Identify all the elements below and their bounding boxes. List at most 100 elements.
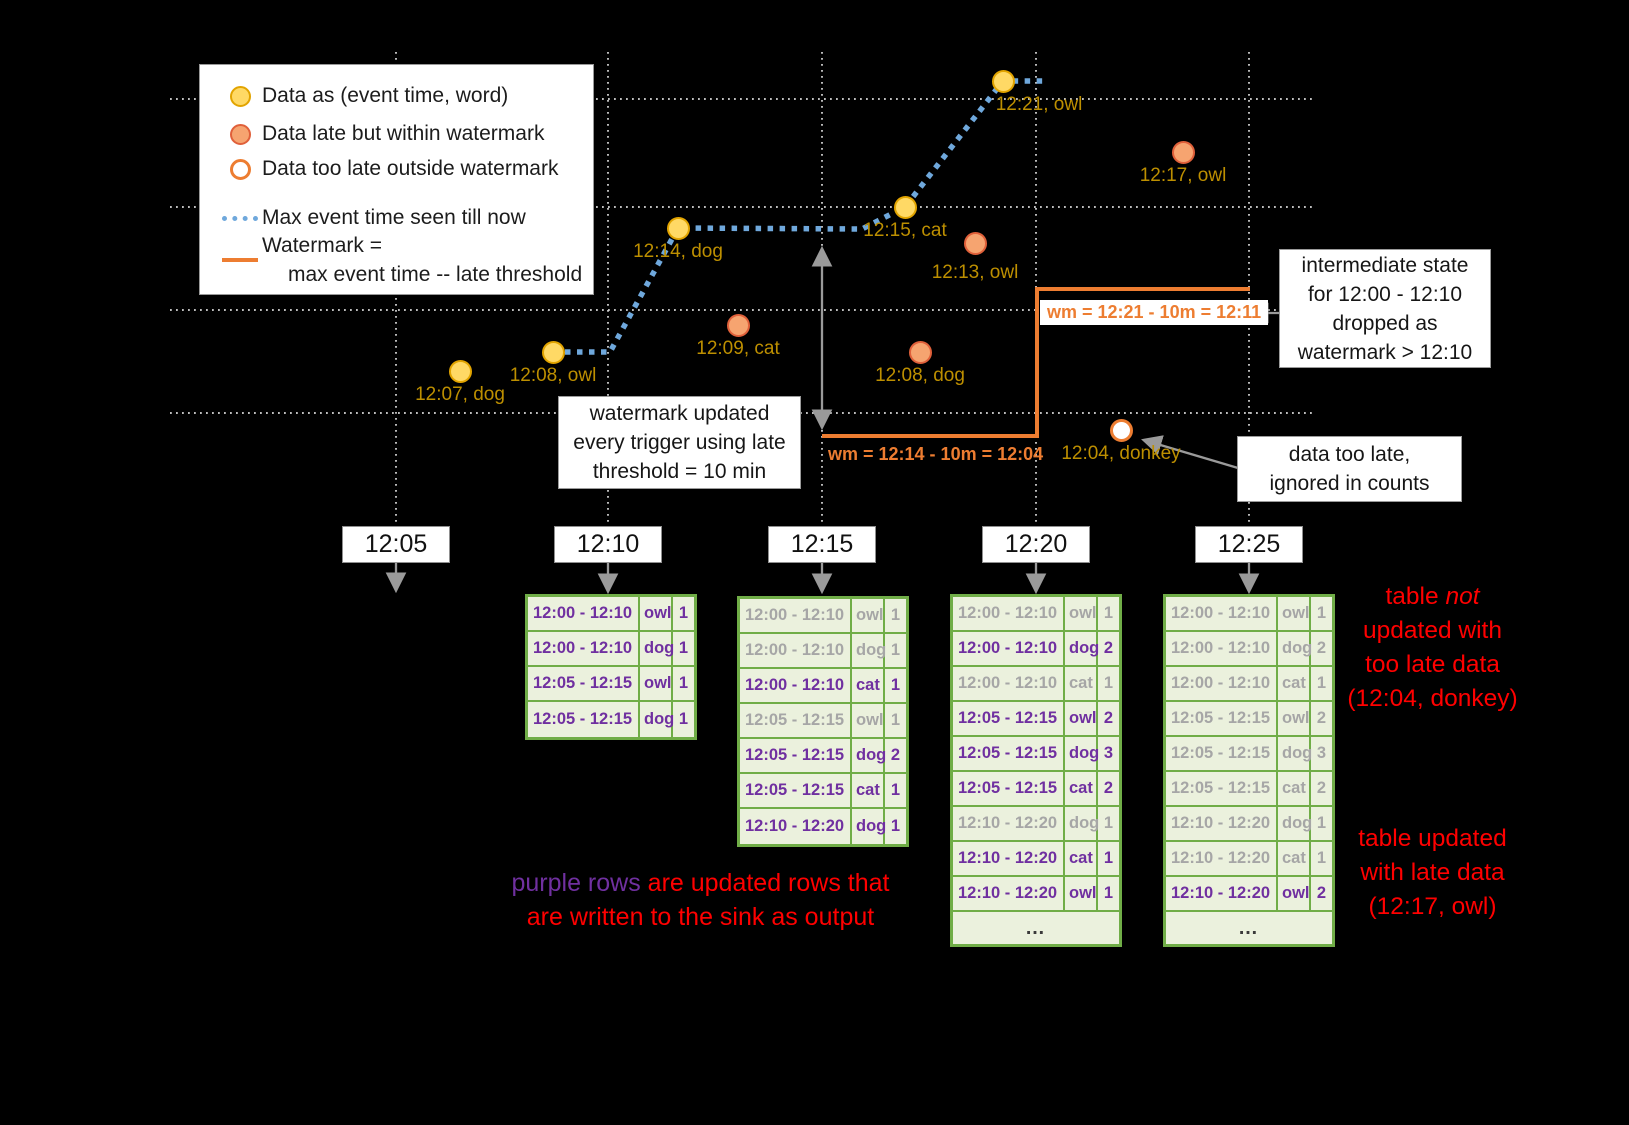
- count-cell: 2: [1316, 884, 1327, 902]
- count-cell: 1: [1103, 884, 1114, 902]
- word-cell: cat: [1278, 667, 1311, 700]
- count-cell: 3: [1316, 744, 1327, 762]
- legend-label: Data as (event time, word): [262, 84, 509, 107]
- word-cell: owl: [640, 597, 673, 630]
- toolate-point-icon: [220, 158, 260, 180]
- window-cell: 12:00 - 12:10: [953, 667, 1065, 700]
- window-cell: 12:10 - 12:20: [1166, 842, 1278, 875]
- legend: Data as (event time, word) Data late but…: [199, 64, 594, 295]
- window-cell: 12:10 - 12:20: [1166, 877, 1278, 910]
- word-cell: cat: [1065, 667, 1098, 700]
- count-cell: 1: [1316, 814, 1327, 832]
- count-cell: 1: [1103, 814, 1114, 832]
- count-cell: 1: [1103, 674, 1114, 692]
- window-cell: 12:05 - 12:15: [1166, 772, 1278, 805]
- window-cell: 12:05 - 12:15: [1166, 702, 1278, 735]
- word-cell: owl: [1065, 702, 1098, 735]
- window-cell: 12:00 - 12:10: [740, 599, 852, 632]
- legend-item-ontime: Data as (event time, word): [220, 79, 585, 113]
- legend-label: Watermark =max event time -- late thresh…: [260, 231, 582, 289]
- count-cell: 2: [1316, 709, 1327, 727]
- callout-line: threshold = 10 min: [592, 460, 767, 483]
- word-cell: cat: [852, 669, 885, 702]
- annotation-purple-rows: purple rows are updated rows that are wr…: [478, 866, 923, 934]
- window-cell: 12:10 - 12:20: [1166, 807, 1278, 840]
- word-cell: dog: [1065, 737, 1099, 770]
- legend-item-toolate: Data too late outside watermark: [220, 152, 585, 186]
- window-cell: 12:00 - 12:10: [528, 597, 640, 630]
- callout-line: intermediate state: [1301, 253, 1469, 277]
- annotation-table-updated-late: table updated with late data (12:17, owl…: [1330, 822, 1535, 924]
- word-cell: owl: [852, 599, 885, 632]
- count-cell: 1: [1316, 849, 1327, 867]
- word-cell: owl: [852, 704, 885, 737]
- callout-data-too-late: data too late, ignored in counts: [1237, 436, 1462, 502]
- window-cell: 12:00 - 12:10: [1166, 597, 1278, 630]
- count-cell: 2: [1103, 709, 1114, 727]
- callout-intermediate-state: intermediate state for 12:00 - 12:10 dro…: [1279, 249, 1491, 368]
- count-cell: 1: [678, 604, 689, 622]
- count-cell: 3: [1103, 744, 1114, 762]
- callout-line: data too late,: [1288, 443, 1411, 466]
- window-cell: 12:00 - 12:10: [953, 632, 1065, 665]
- window-cell: 12:10 - 12:20: [740, 809, 852, 844]
- annotation-line: are updated rows that: [640, 869, 890, 897]
- annotation-line: table: [1385, 583, 1446, 610]
- annotation-line: are written to the sink as output: [526, 903, 875, 931]
- annotation-line: (12:04, donkey): [1347, 685, 1518, 712]
- word-cell: owl: [1278, 597, 1311, 630]
- window-cell: 12:05 - 12:15: [528, 667, 640, 700]
- count-cell: 2: [1316, 639, 1327, 657]
- word-cell: dog: [852, 634, 886, 667]
- count-cell: 1: [890, 817, 901, 835]
- time-tick-1225: 12:25: [1195, 526, 1303, 563]
- time-tick-1215: 12:15: [768, 526, 876, 563]
- time-tick-1205: 12:05: [342, 526, 450, 563]
- callout-line: every trigger using late: [573, 431, 786, 454]
- word-cell: cat: [1065, 772, 1098, 805]
- window-cell: 12:05 - 12:15: [528, 702, 640, 737]
- late-point-icon: [220, 123, 260, 145]
- time-tick-1210: 12:10: [554, 526, 662, 563]
- window-cell: 12:00 - 12:10: [528, 632, 640, 665]
- word-cell: owl: [1065, 877, 1098, 910]
- watermark-value-label-1: wm = 12:14 - 10m = 12:04: [828, 444, 1044, 464]
- count-cell: 1: [678, 639, 689, 657]
- word-cell: cat: [852, 774, 885, 807]
- window-cell: 12:00 - 12:10: [740, 669, 852, 702]
- annotation-line: updated with: [1363, 617, 1502, 644]
- callout-watermark-update: watermark updated every trigger using la…: [558, 396, 801, 489]
- watermark-value-label-2: wm = 12:21 - 10m = 12:11: [1040, 300, 1269, 325]
- count-cell: 1: [678, 674, 689, 692]
- count-cell: 1: [1103, 849, 1114, 867]
- word-cell: dog: [1278, 807, 1312, 840]
- legend-label: Max event time seen till now: [262, 206, 526, 229]
- count-cell: 1: [1316, 604, 1327, 622]
- annotation-purple-highlight: purple rows: [511, 869, 641, 897]
- ontime-point-icon: [220, 85, 260, 107]
- word-cell: dog: [640, 632, 674, 665]
- word-cell: dog: [1278, 737, 1312, 770]
- word-cell: dog: [640, 702, 674, 737]
